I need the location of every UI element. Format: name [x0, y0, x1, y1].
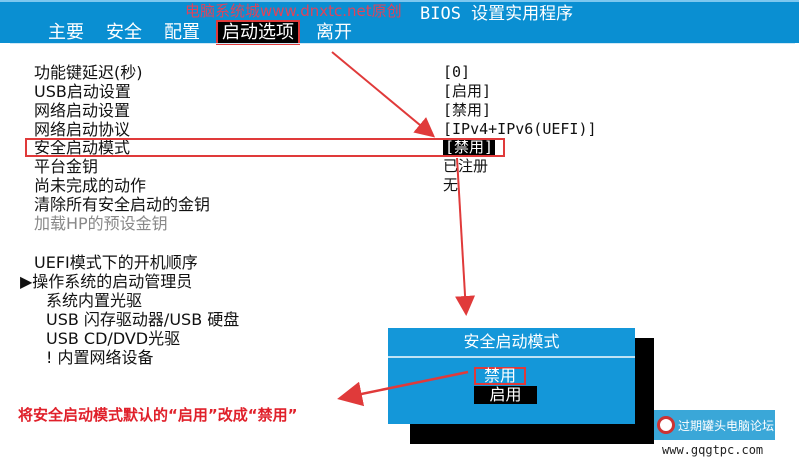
- setting-label[interactable]: 平台金钥: [34, 157, 99, 176]
- bios-title: BIOS 设置实用程序: [420, 4, 574, 24]
- boot-item[interactable]: ▶操作系统的启动管理员: [20, 272, 193, 291]
- arrow-3: [337, 370, 469, 407]
- divider: [10, 43, 795, 44]
- boot-item[interactable]: USB 闪存驱动器/USB 硬盘: [46, 310, 240, 329]
- setting-value[interactable]: [启用]: [443, 82, 492, 100]
- setting-label[interactable]: USB启动设置: [34, 82, 131, 101]
- secure-boot-popup: 安全启动模式 禁用 启用: [388, 328, 635, 424]
- tab-exit[interactable]: 离开: [316, 22, 352, 43]
- setting-label[interactable]: 网络启动设置: [34, 101, 131, 120]
- arrow-2: [455, 157, 476, 316]
- tab-main[interactable]: 主要: [48, 22, 84, 43]
- watermark: 电脑系统城www.dnxtc.net原创: [185, 2, 402, 20]
- popup-title: 安全启动模式: [463, 332, 560, 351]
- setting-value: 已注册: [443, 157, 489, 175]
- highlight-box: [25, 138, 505, 157]
- tab-security[interactable]: 安全: [106, 22, 142, 43]
- setting-label: 加载HP的预设金钥: [34, 214, 168, 233]
- boot-item[interactable]: USB CD/DVD光驱: [46, 329, 181, 348]
- forum-logo: 过期罐头电脑论坛: [654, 410, 775, 440]
- option-enable[interactable]: 启用: [474, 386, 537, 404]
- setting-label[interactable]: 网络启动协议: [34, 120, 131, 139]
- logo-text: 过期罐头电脑论坛: [678, 418, 775, 433]
- secure-boot-value[interactable]: [禁用]: [443, 138, 496, 157]
- arrow-1: [331, 51, 436, 138]
- tab-boot-options[interactable]: 启动选项: [216, 20, 300, 45]
- setting-value[interactable]: [IPv4+IPv6(UEFI)]: [443, 120, 597, 138]
- setting-value[interactable]: [0]: [443, 63, 471, 81]
- annotation-text: 将安全启动模式默认的“启用”改成“禁用”: [18, 406, 298, 424]
- setting-label[interactable]: 清除所有安全启动的金钥: [34, 195, 211, 214]
- boot-item[interactable]: ! 内置网络设备: [46, 348, 154, 367]
- setting-value[interactable]: [禁用]: [443, 101, 492, 119]
- tab-bar: 主要 安全 配置 启动选项 离开: [44, 20, 356, 45]
- bios-header: 电脑系统城www.dnxtc.net原创 BIOS 设置实用程序 主要 安全 配…: [0, 0, 799, 45]
- setting-value: 无: [443, 176, 459, 194]
- popup-divider: [388, 356, 635, 358]
- site-url: www.gqgtpc.com: [662, 443, 764, 457]
- option-disable[interactable]: 禁用: [474, 367, 526, 385]
- tab-config[interactable]: 配置: [164, 22, 200, 43]
- boot-order-title: UEFI模式下的开机顺序: [34, 253, 198, 272]
- logo-icon: [657, 416, 675, 434]
- setting-label[interactable]: 功能键延迟(秒): [34, 63, 143, 82]
- setting-label[interactable]: 尚未完成的动作: [34, 176, 147, 195]
- secure-boot-label[interactable]: 安全启动模式: [34, 138, 131, 157]
- boot-item[interactable]: 系统内置光驱: [46, 291, 143, 310]
